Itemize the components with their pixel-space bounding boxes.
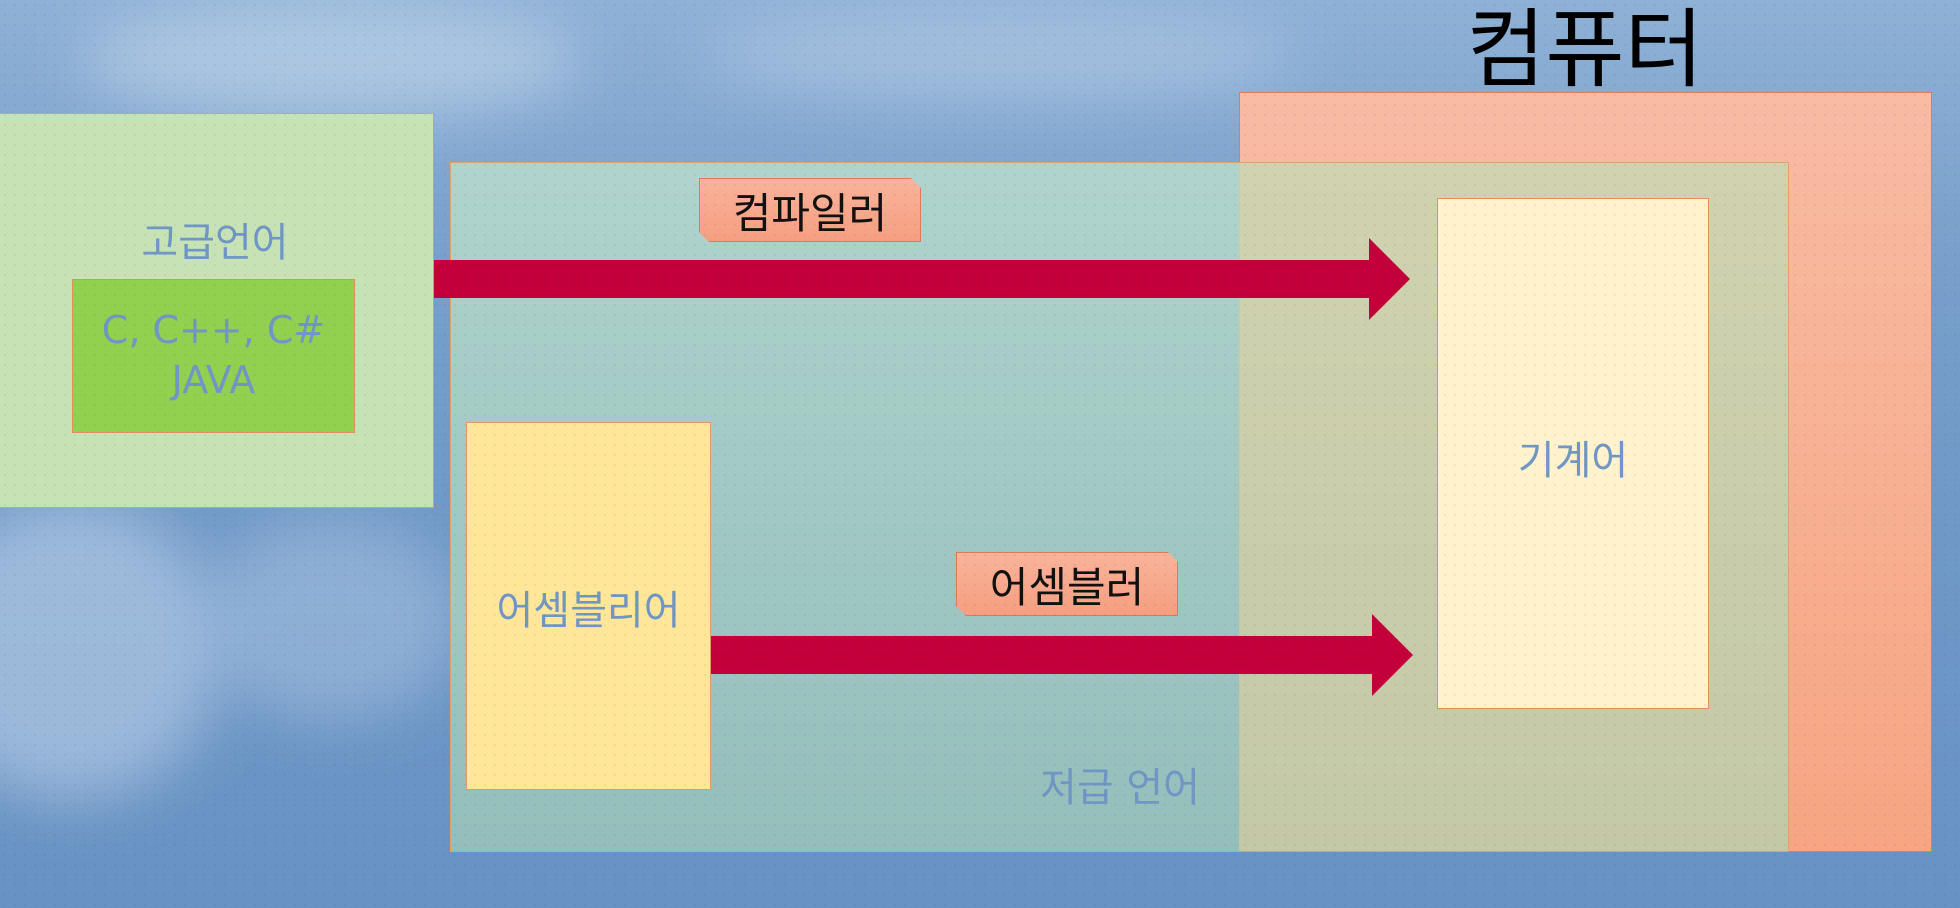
low-level-label: 저급 언어 [1040,765,1200,811]
high-level-examples-box [72,279,355,433]
assembly-label: 어셈블리어 [496,588,681,634]
high-level-label: 고급언어 [141,220,289,266]
assembler-arrow [711,614,1413,696]
machine-label: 기계어 [1517,438,1629,484]
machine-box [1437,198,1709,709]
compiler-tag: 컴파일러 [699,178,921,242]
background-cloud [0,500,220,800]
background-cloud [80,0,580,120]
assembler-tag: 어셈블러 [956,552,1178,616]
background-cloud [200,520,460,720]
high-level-examples-line1: C, C++, C# [101,308,326,352]
background-cloud [700,10,1300,100]
assembly-box [466,422,711,790]
high-level-examples-line2: JAVA [171,358,256,402]
compiler-arrow [434,238,1410,320]
computer-title: 컴퓨터 [1466,0,1704,100]
